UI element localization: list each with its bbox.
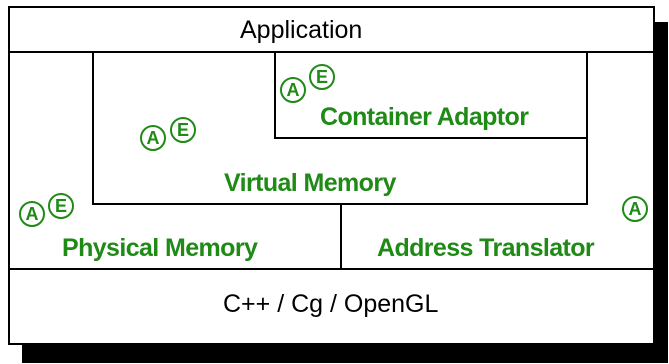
physical-memory-label: Physical Memory [62,234,258,262]
virtual-memory-label: Virtual Memory [224,169,396,197]
middle-divider [340,203,342,269]
badge-a-virtual-memory: A [140,125,166,151]
badge-e-virtual-memory: E [170,117,196,143]
architecture-diagram: Application C++ / Cg / OpenGL A E Contai… [8,6,655,345]
container-adaptor-box [274,51,588,139]
address-translator-label: Address Translator [377,234,595,262]
badge-e-container-adaptor: E [309,64,335,90]
badge-a-physical-memory: A [19,201,45,227]
badge-e-physical-memory: E [48,193,74,219]
application-layer-label: Application [240,16,363,44]
container-adaptor-label: Container Adaptor [320,103,529,131]
badge-a-address-translator: A [622,196,648,222]
bottom-layer-label: C++ / Cg / OpenGL [223,290,439,318]
bottom-layer-divider [10,268,653,270]
badge-a-container-adaptor: A [280,77,306,103]
